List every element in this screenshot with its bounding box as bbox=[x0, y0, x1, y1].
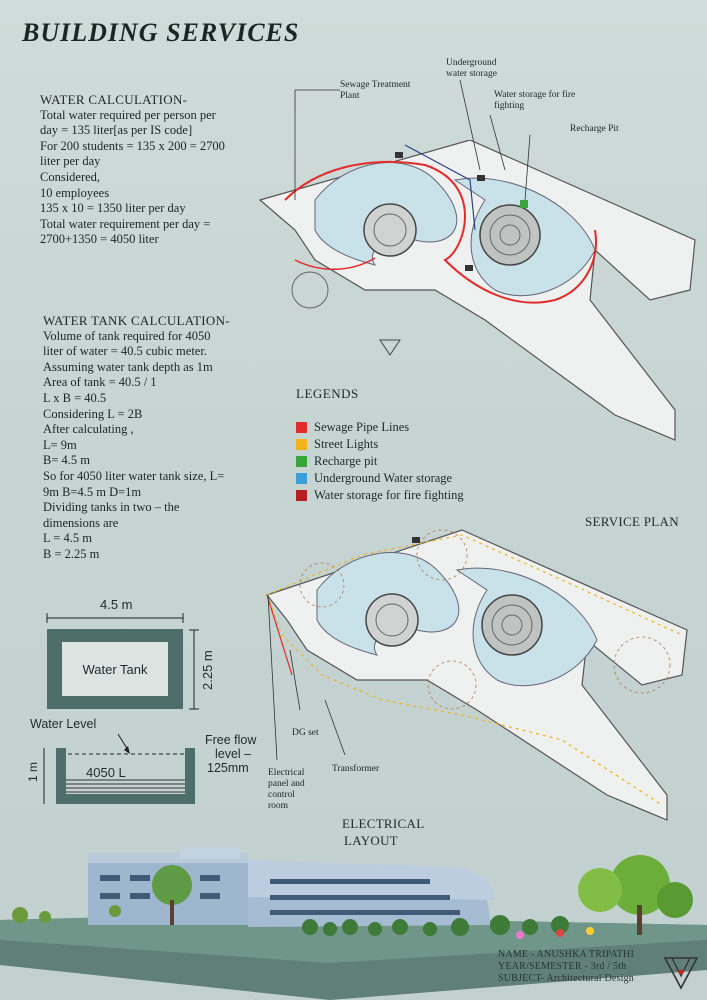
legend-item: Water storage for fire fighting bbox=[296, 487, 464, 504]
service-plan-title: SERVICE PLAN bbox=[585, 514, 679, 529]
tank-label: Water Tank bbox=[82, 661, 148, 677]
tank-calc-line: After calculating , bbox=[43, 422, 134, 437]
tank-calc-line: 9m B=4.5 m D=1m bbox=[43, 484, 142, 499]
water-level-label: Water Level bbox=[30, 717, 97, 731]
tank-calc-line: Assuming water tank depth as 1m bbox=[43, 359, 213, 374]
tank-calc-line: So for 4050 liter water tank size, L= bbox=[43, 468, 225, 483]
tank-plan-inner: Water Tank bbox=[62, 642, 168, 696]
free-flow-line: 125mm bbox=[207, 761, 249, 775]
free-flow-line: level – bbox=[215, 747, 252, 761]
legend-label: Underground Water storage bbox=[314, 471, 453, 485]
water-calc-line: 135 x 10 = 1350 liter per day bbox=[40, 201, 186, 216]
electrical-layout-drawing bbox=[265, 529, 688, 821]
student-subject: SUBJECT- Architectural Design bbox=[498, 973, 634, 984]
legend-swatch bbox=[296, 422, 307, 433]
callout-dg-set: DG set bbox=[292, 728, 319, 738]
electrical-callout-lines bbox=[267, 594, 346, 761]
logo-icon bbox=[663, 957, 699, 990]
callout-underground-storage: Underground water storage bbox=[446, 58, 497, 80]
callout-line: Plant bbox=[340, 91, 360, 101]
legend-item: Sewage Pipe Lines bbox=[296, 419, 464, 436]
callout-recharge-pit: Recharge Pit bbox=[570, 124, 619, 134]
legend-swatch bbox=[296, 456, 307, 467]
service-plan-drawing bbox=[258, 140, 696, 441]
tank-calc-heading: WATER TANK CALCULATION- bbox=[43, 313, 230, 328]
callout-line: control bbox=[268, 790, 295, 800]
legend-label: Recharge pit bbox=[314, 454, 378, 468]
student-name: NAME - ANUSHKA TRIPATHI bbox=[498, 949, 635, 960]
tank-calc-line: Area of tank = 40.5 / 1 bbox=[43, 375, 157, 390]
tank-capacity-label: 4050 L bbox=[86, 765, 126, 780]
tank-calc-line: L= 9m bbox=[43, 437, 77, 452]
student-year: YEAR/SEMESTER - 3rd / 5th bbox=[498, 961, 627, 972]
water-calculation: WATER CALCULATION- Total water required … bbox=[40, 92, 255, 248]
free-flow-line: Free flow bbox=[205, 733, 257, 747]
building-illustration bbox=[0, 847, 707, 1000]
callout-electrical-panel: Electrical panel and control room bbox=[268, 768, 305, 812]
legend-label: Water storage for fire fighting bbox=[314, 488, 464, 502]
tank-calc-line: Considering L = 2B bbox=[43, 406, 143, 421]
callout-line: Sewage Treatment bbox=[340, 80, 411, 90]
water-calc-line: day = 135 liter[as per IS code] bbox=[40, 123, 193, 138]
water-calc-line: For 200 students = 135 x 200 = 2700 bbox=[40, 138, 225, 153]
legend-swatch bbox=[296, 473, 307, 484]
callout-line: water storage bbox=[446, 69, 497, 79]
title-line: ELECTRICAL bbox=[342, 816, 425, 831]
tank-section-drawing bbox=[43, 733, 195, 804]
free-flow-label: Free flow level – 125mm bbox=[205, 733, 256, 775]
depth-dimension-line bbox=[189, 629, 199, 710]
tank-calculation: WATER TANK CALCULATION- Volume of tank r… bbox=[43, 313, 273, 563]
water-calc-line: liter per day bbox=[40, 154, 101, 169]
tank-calc-line: B= 4.5 m bbox=[43, 453, 90, 468]
electrical-layout-title: ELECTRICAL LAYOUT bbox=[342, 815, 424, 849]
water-calc-line: Considered, bbox=[40, 169, 101, 184]
legend-title: LEGENDS bbox=[296, 386, 359, 401]
legend-swatch bbox=[296, 439, 307, 450]
tank-calc-line: L x B = 40.5 bbox=[43, 390, 107, 405]
callout-fire-storage: Water storage for fire fighting bbox=[494, 90, 575, 112]
water-calc-heading: WATER CALCULATION- bbox=[40, 92, 188, 107]
tank-calc-line: Volume of tank required for 4050 bbox=[43, 328, 211, 343]
tank-calc-line: dimensions are bbox=[43, 515, 119, 530]
callout-line: Water storage for fire bbox=[494, 90, 576, 100]
callout-sewage-treatment: Sewage Treatment Plant bbox=[340, 80, 410, 102]
callout-line: Underground bbox=[446, 58, 497, 68]
tank-height-label: 1 m bbox=[26, 761, 40, 782]
water-calc-line: Total water requirement per day = bbox=[40, 216, 211, 231]
tank-depth-label: 2.25 m bbox=[200, 650, 215, 690]
water-calc-line: Total water required per person per bbox=[40, 107, 216, 122]
callout-line: room bbox=[268, 801, 289, 811]
legend-item: Street Lights bbox=[296, 436, 464, 453]
page-title: BUILDING SERVICES bbox=[22, 18, 300, 47]
callout-line: panel and bbox=[268, 779, 305, 789]
callout-line: fighting bbox=[494, 101, 525, 111]
tank-calc-line: B = 2.25 m bbox=[43, 546, 100, 561]
legend-label: Sewage Pipe Lines bbox=[314, 420, 410, 434]
tank-calc-line: Dividing tanks in two – the bbox=[43, 500, 180, 515]
legend-label: Street Lights bbox=[314, 437, 379, 451]
service-plan-callout-lines bbox=[294, 79, 531, 201]
width-dimension-line bbox=[46, 613, 184, 623]
tank-calc-line: liter of water = 40.5 cubic meter. bbox=[43, 344, 207, 359]
callout-transformer: Transformer bbox=[332, 764, 380, 774]
title-line: LAYOUT bbox=[344, 833, 399, 848]
student-info: NAME - ANUSHKA TRIPATHI YEAR/SEMESTER - … bbox=[498, 949, 634, 985]
legend-swatch bbox=[296, 490, 307, 501]
legend: Sewage Pipe Lines Street Lights Recharge… bbox=[296, 419, 464, 504]
water-calc-line: 10 employees bbox=[40, 185, 110, 200]
legend-item: Underground Water storage bbox=[296, 470, 464, 487]
callout-line: Electrical bbox=[268, 768, 305, 778]
water-calc-line: 2700+1350 = 4050 liter bbox=[40, 232, 159, 247]
tank-calc-line: L = 4.5 m bbox=[43, 531, 92, 546]
tank-width-label: 4.5 m bbox=[100, 597, 133, 612]
legend-item: Recharge pit bbox=[296, 453, 464, 470]
